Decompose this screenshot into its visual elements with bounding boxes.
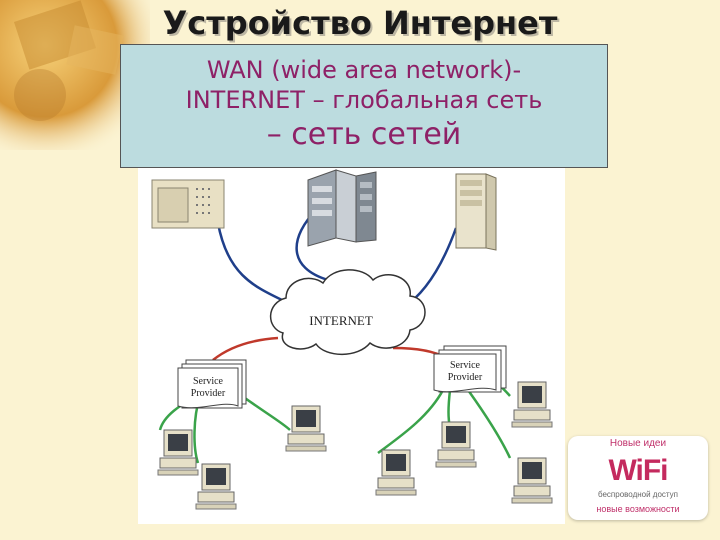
callout-line-2: INTERNET – глобальная сеть [185, 86, 543, 114]
wifi-logo-sub-text: беспроводной доступ [597, 490, 679, 499]
wifi-logo-bottom-text: новые возможности [596, 504, 680, 514]
service-provider-right: Service Provider [433, 345, 507, 393]
computer-6 [511, 381, 553, 428]
provider-right-line-1: Service [450, 360, 481, 371]
computer-5 [435, 421, 477, 468]
computer-7 [511, 457, 553, 504]
definition-callout: WAN (wide area network)- INTERNET – глоб… [120, 44, 608, 168]
computer-4 [375, 449, 417, 496]
computer-1 [157, 429, 199, 476]
provider-left-line-1: Service [193, 376, 224, 387]
wifi-logo-word: WiFi [608, 454, 668, 487]
link-provider-left [212, 336, 279, 361]
computer-2 [195, 463, 237, 510]
computer-3 [285, 405, 327, 452]
server-cabinet-left [151, 179, 225, 229]
link-pc-7 [466, 389, 512, 459]
wifi-logo-top-text: Новые идеи [609, 438, 667, 449]
link-server-left [216, 222, 289, 305]
service-provider-left: Service Provider [177, 359, 247, 409]
internet-diagram: INTERNET Service Provider Service Provid… [138, 168, 565, 524]
callout-line-3: – сеть сетей [266, 117, 462, 152]
link-pc-4 [377, 389, 445, 455]
internet-cloud: INTERNET [269, 269, 426, 356]
server-rack-middle [307, 169, 377, 247]
page-title: Устройство Интернет [162, 4, 558, 42]
server-tower-right [455, 173, 497, 251]
cloud-label: INTERNET [309, 313, 373, 328]
provider-right-line-2: Provider [448, 372, 483, 383]
callout-line-1: WAN (wide area network)- [206, 56, 522, 84]
provider-left-line-2: Provider [191, 388, 226, 399]
wifi-logo: Новые идеи WiFi беспроводной доступ новы… [568, 436, 708, 520]
